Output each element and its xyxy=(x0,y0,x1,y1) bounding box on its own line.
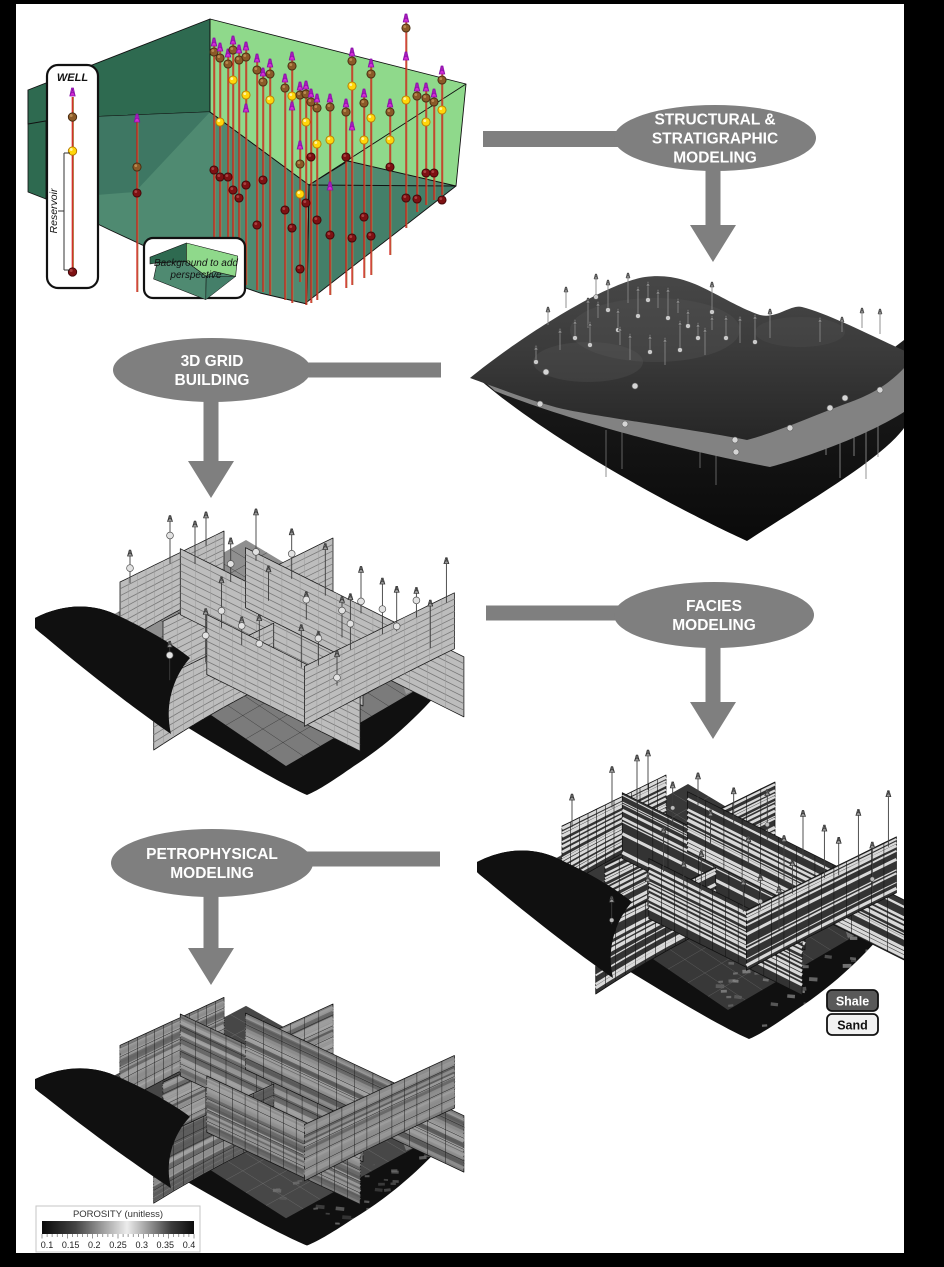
svg-text:MODELING: MODELING xyxy=(672,617,756,634)
svg-text:0.3: 0.3 xyxy=(135,1240,148,1250)
svg-text:Sand: Sand xyxy=(837,1019,868,1033)
svg-text:0.4: 0.4 xyxy=(183,1240,196,1250)
svg-text:POROSITY (unitless): POROSITY (unitless) xyxy=(73,1209,163,1220)
svg-text:WELL: WELL xyxy=(57,72,88,84)
svg-text:0.1: 0.1 xyxy=(41,1240,54,1250)
svg-text:STRUCTURAL &: STRUCTURAL & xyxy=(654,111,775,128)
svg-text:Background to add: Background to add xyxy=(154,258,238,269)
svg-text:0.15: 0.15 xyxy=(62,1240,80,1250)
svg-text:0.25: 0.25 xyxy=(109,1240,127,1250)
svg-text:PETROPHYSICAL: PETROPHYSICAL xyxy=(146,846,278,863)
svg-text:0.35: 0.35 xyxy=(157,1240,175,1250)
svg-text:Shale: Shale xyxy=(836,995,869,1009)
svg-text:Reservoir: Reservoir xyxy=(48,188,60,233)
svg-text:BUILDING: BUILDING xyxy=(175,372,250,389)
svg-text:FACIES: FACIES xyxy=(686,598,742,615)
svg-text:perspective: perspective xyxy=(169,270,222,281)
svg-text:MODELING: MODELING xyxy=(170,865,254,882)
svg-text:3D GRID: 3D GRID xyxy=(181,353,244,370)
svg-text:MODELING: MODELING xyxy=(673,149,757,166)
svg-text:0.2: 0.2 xyxy=(88,1240,101,1250)
svg-text:STRATIGRAPHIC: STRATIGRAPHIC xyxy=(652,130,778,147)
